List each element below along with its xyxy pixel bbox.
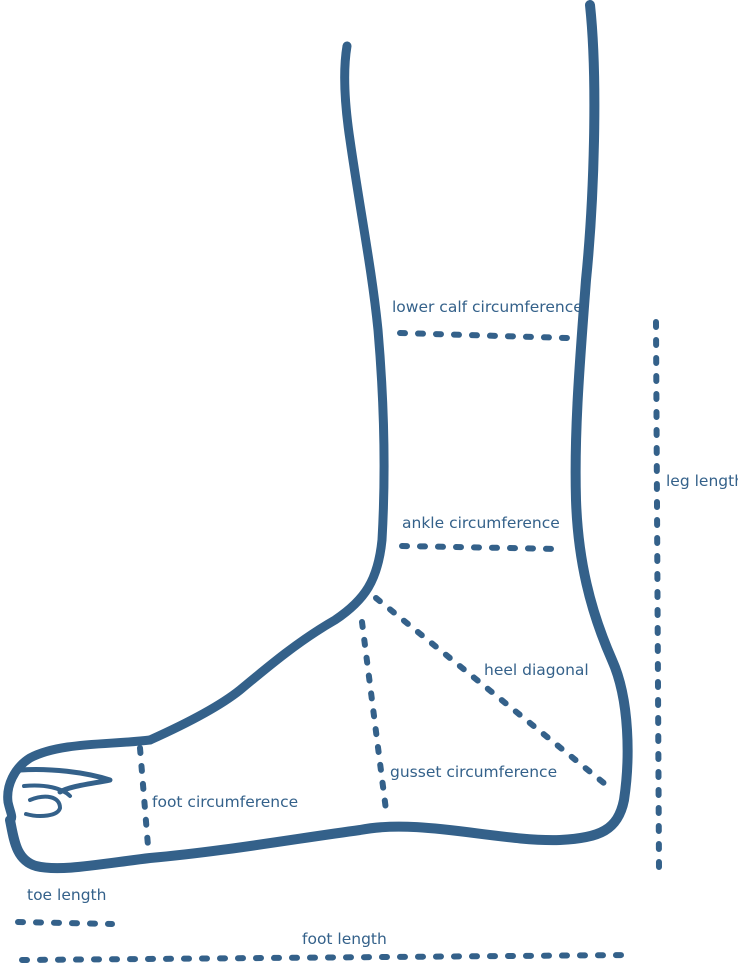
leg-front-outline (145, 41, 389, 745)
foot-length-dots (19, 952, 633, 963)
label-lower-calf-circumference: lower calf circumference (392, 298, 583, 316)
toe-outline (24, 794, 62, 818)
heel-diagonal-dots (373, 595, 613, 791)
ankle-dots (399, 543, 563, 552)
label-gusset-circumference: gusset circumference (390, 763, 558, 781)
leg-length-dots (653, 319, 662, 871)
toe-outline (3, 735, 155, 825)
label-foot-length: foot length (302, 930, 387, 948)
label-foot-circumference: foot circumference (152, 793, 299, 811)
toe-length-dots (15, 919, 115, 927)
lower-calf-dots (397, 330, 571, 341)
label-ankle-circumference: ankle circumference (402, 514, 560, 532)
leg-back-outline (5, 0, 633, 874)
foot-circ-dots (137, 745, 151, 849)
toe-outline (17, 767, 113, 795)
toe-outline (22, 783, 72, 798)
label-toe-length: toe length (27, 886, 107, 904)
label-leg-length: leg length (666, 472, 738, 490)
gusset-dots (359, 619, 389, 813)
label-heel-diagonal: heel diagonal (484, 661, 589, 679)
